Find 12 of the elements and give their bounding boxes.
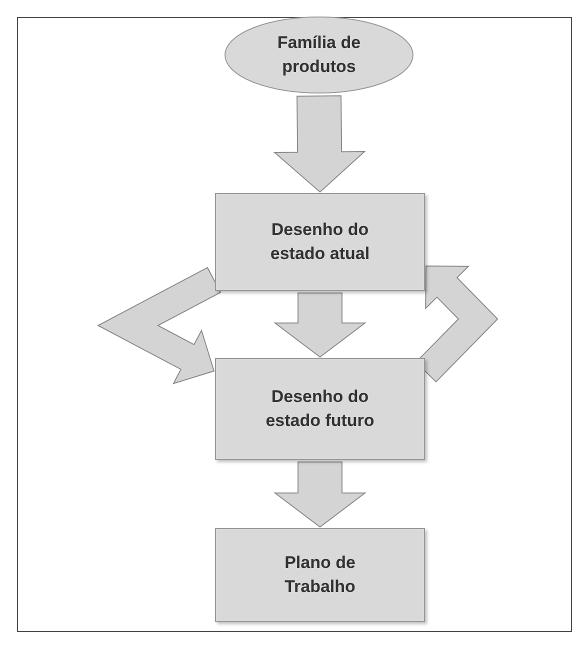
node-label: Desenho do estado futuro — [264, 386, 376, 432]
process-box — [215, 193, 425, 291]
node-label: Família de produtos — [276, 32, 362, 78]
start-ellipse — [224, 16, 414, 94]
block-arrow — [274, 292, 366, 358]
process-box — [215, 528, 425, 622]
node-label: Plano de Trabalho — [284, 552, 356, 598]
node-label: Desenho do estado atual — [269, 219, 371, 265]
process-box — [215, 358, 425, 460]
block-arrow — [273, 95, 366, 193]
block-arrow — [274, 462, 366, 528]
block-arrow — [97, 266, 222, 384]
